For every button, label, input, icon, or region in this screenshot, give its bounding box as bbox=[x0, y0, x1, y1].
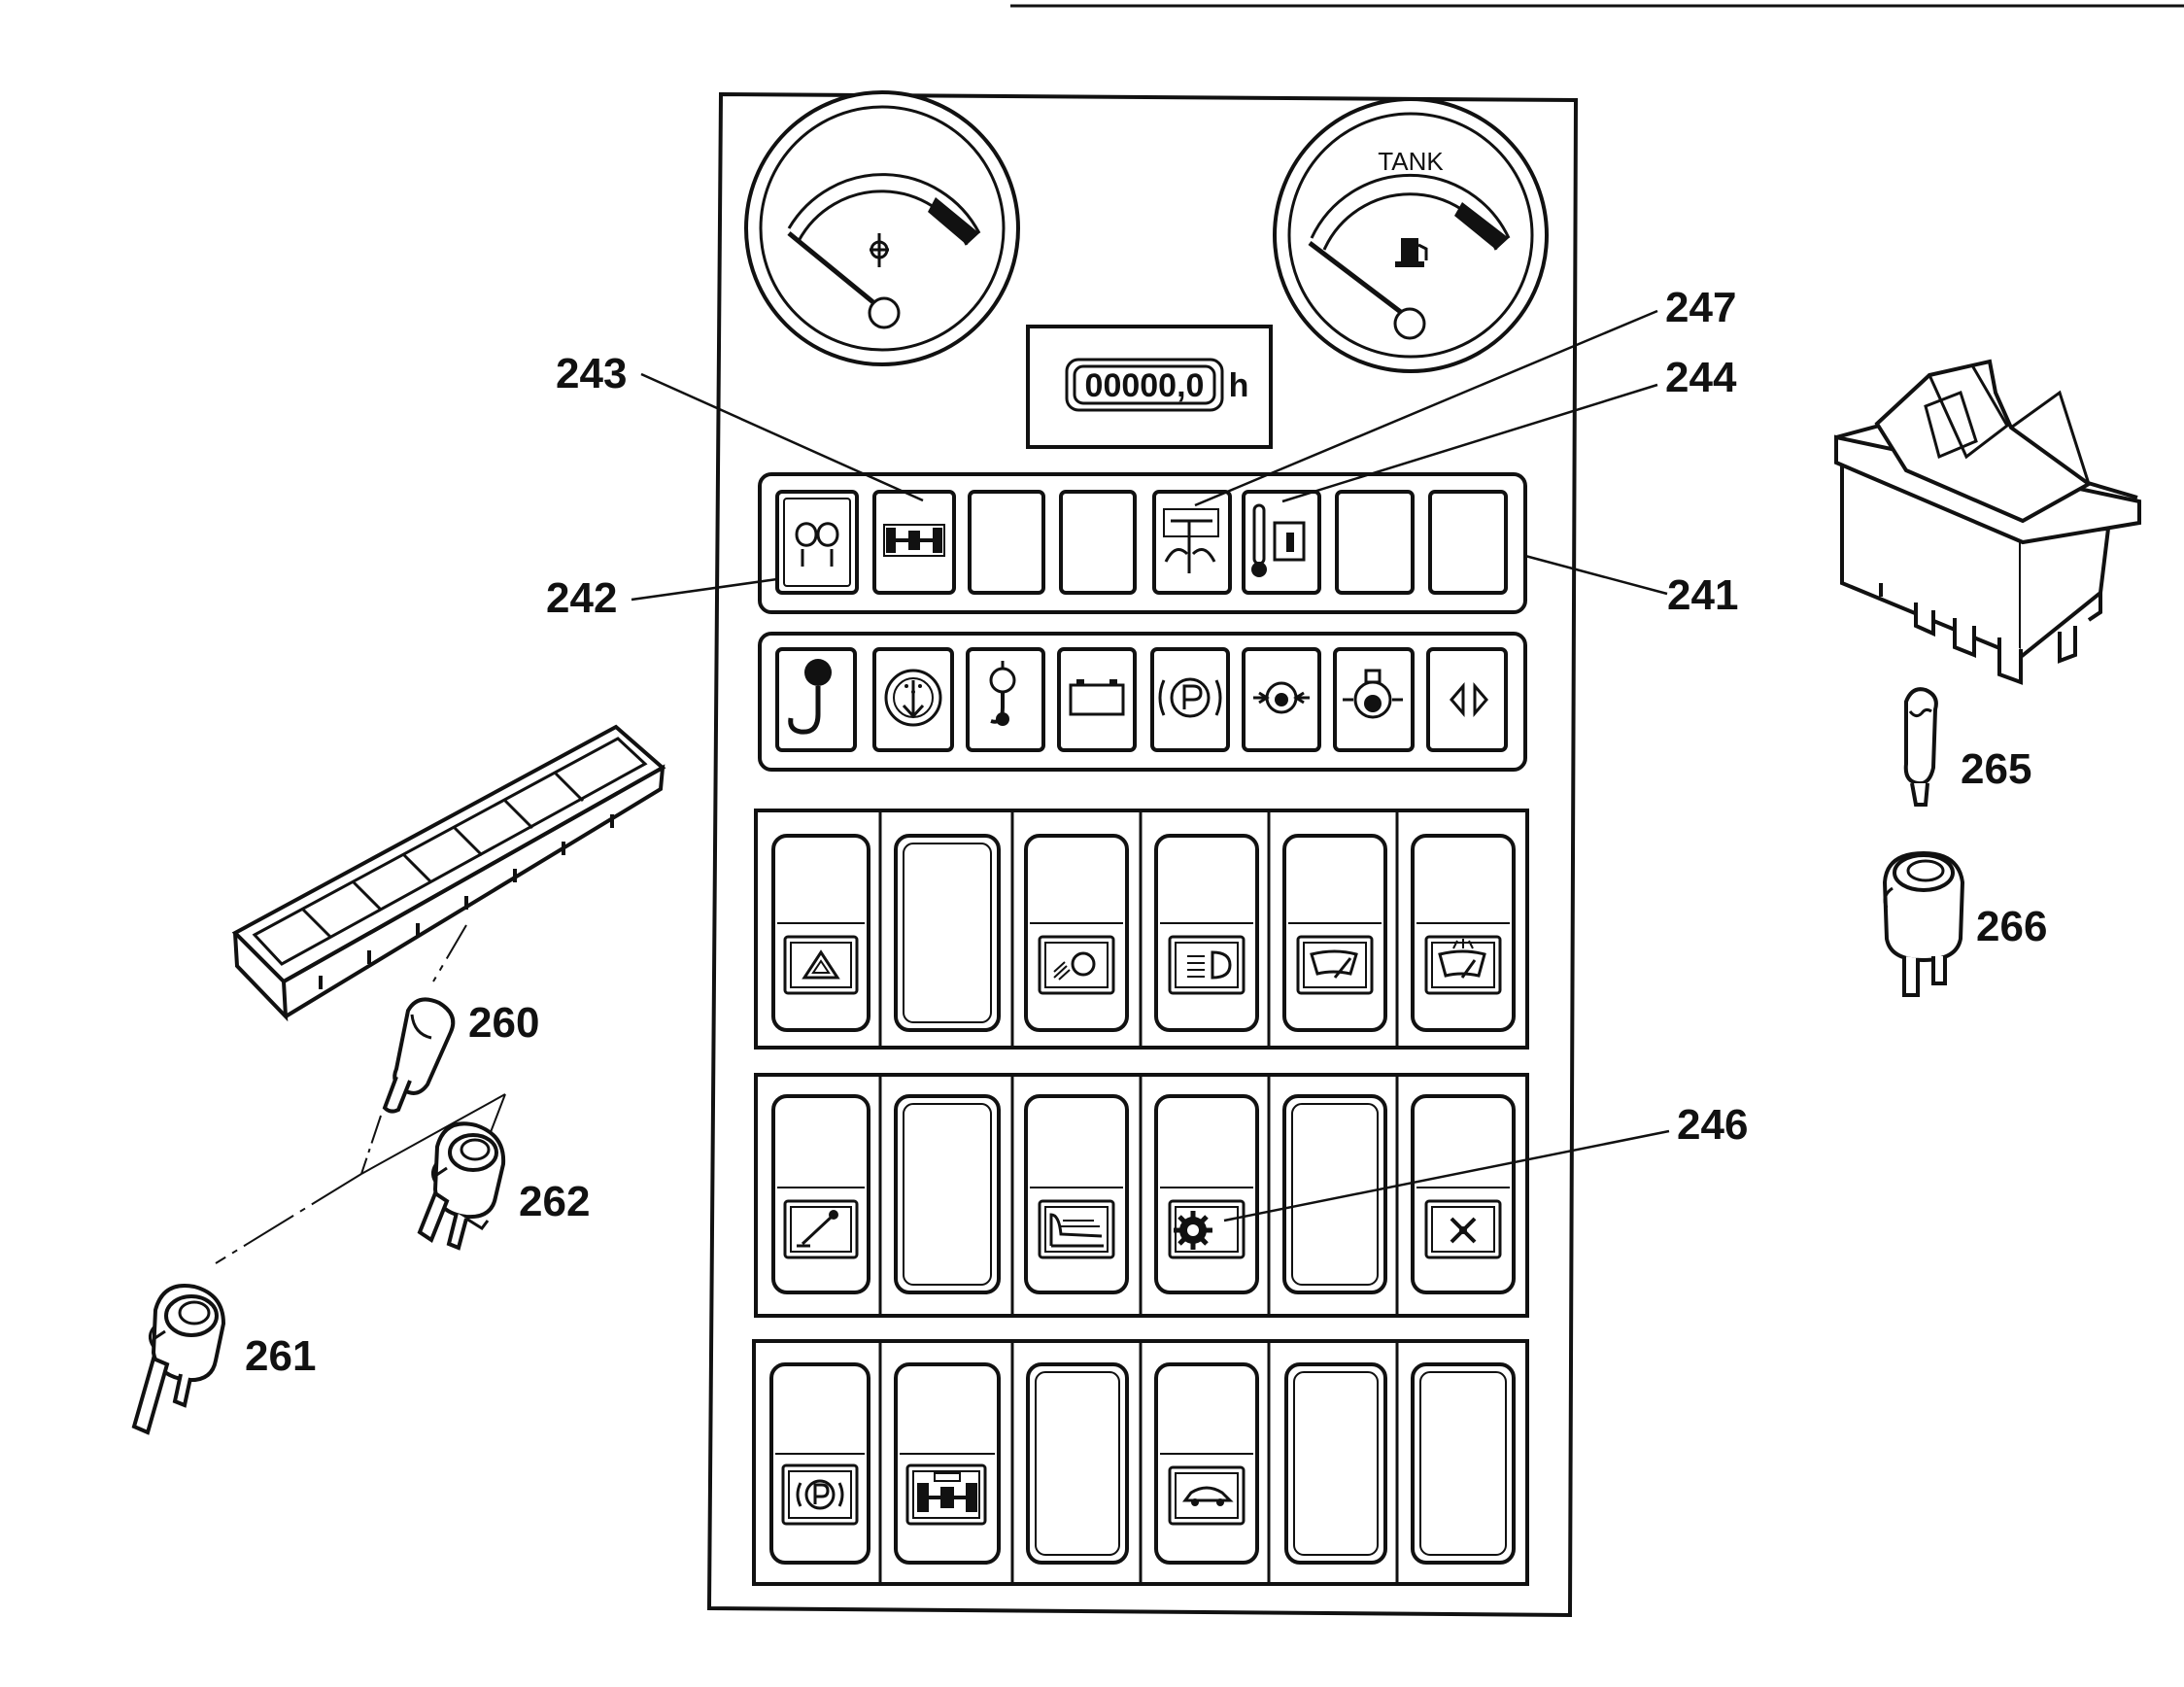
switch-axle[interactable] bbox=[894, 1362, 1001, 1565]
axle-icon bbox=[883, 524, 945, 557]
fuel-pump-icon bbox=[1395, 238, 1428, 267]
battery-icon bbox=[1069, 679, 1125, 716]
switch-ramp[interactable] bbox=[1024, 1094, 1129, 1294]
switch-blank[interactable] bbox=[1026, 1362, 1129, 1565]
indicator-parking bbox=[1150, 647, 1230, 752]
switch-parking-brake[interactable] bbox=[769, 1362, 870, 1565]
switch-hazard[interactable] bbox=[771, 834, 870, 1032]
work-light-icon bbox=[1053, 951, 1096, 981]
callout-246: 246 bbox=[1677, 1101, 1748, 1149]
indicator-engine-oil bbox=[1333, 647, 1415, 752]
bulb-260 bbox=[382, 997, 456, 1114]
fan-icon bbox=[1450, 1217, 1477, 1244]
callout-242: 242 bbox=[546, 574, 617, 622]
indicator-axle bbox=[872, 490, 956, 595]
hydraulic-tilt-icon bbox=[1163, 508, 1219, 573]
switch-work-light[interactable] bbox=[1024, 834, 1129, 1032]
switch-row-1 bbox=[754, 809, 1529, 1050]
callout-241: 241 bbox=[1667, 571, 1738, 619]
switch-gear[interactable] bbox=[1154, 1094, 1259, 1294]
car-icon bbox=[1182, 1486, 1234, 1506]
socket-262 bbox=[417, 1121, 506, 1251]
indicator-strip-part bbox=[231, 724, 666, 1022]
switch-blank[interactable] bbox=[1282, 1094, 1387, 1294]
washer-icon bbox=[1438, 939, 1486, 979]
indicator-blank bbox=[1335, 490, 1415, 595]
lever-icon bbox=[797, 1210, 838, 1248]
hazard-icon bbox=[802, 949, 840, 980]
switch-lever[interactable] bbox=[771, 1094, 870, 1294]
oil-pressure-icon bbox=[1253, 681, 1310, 714]
turn-signal-icon bbox=[1450, 681, 1488, 718]
switch-blank[interactable] bbox=[1284, 1362, 1387, 1565]
gear-icon bbox=[1174, 1211, 1212, 1250]
engine-oil-icon bbox=[1343, 669, 1403, 719]
switch-blank[interactable] bbox=[894, 1094, 1001, 1294]
switch-wiper[interactable] bbox=[1282, 834, 1387, 1032]
switch-car[interactable] bbox=[1154, 1362, 1259, 1565]
coil-glow-icon bbox=[795, 522, 839, 567]
leader-lines bbox=[631, 309, 1670, 1222]
hook-icon bbox=[989, 661, 1016, 726]
filter-down-icon bbox=[884, 669, 942, 727]
switch-blank[interactable] bbox=[1411, 1362, 1516, 1565]
callout-266: 266 bbox=[1976, 903, 2047, 950]
callout-265: 265 bbox=[1961, 745, 2031, 793]
callout-244: 244 bbox=[1665, 354, 1737, 401]
warning-light-row-lower bbox=[758, 632, 1527, 772]
indicator-hook-up bbox=[775, 647, 857, 752]
indicator-filter-down bbox=[872, 647, 954, 752]
indicator-blank bbox=[1428, 490, 1508, 595]
switch-row-2 bbox=[754, 1073, 1529, 1318]
socket-266 bbox=[1882, 850, 1965, 997]
switch-row-3 bbox=[752, 1339, 1529, 1586]
rocker-switch-part bbox=[1834, 359, 2141, 685]
tank-label: TANK bbox=[1378, 147, 1444, 176]
callout-262: 262 bbox=[519, 1178, 590, 1225]
indicator-turn-signal bbox=[1426, 647, 1508, 752]
indicator-coil-glow bbox=[775, 490, 859, 595]
tank-gauge: TANK bbox=[1273, 97, 1549, 373]
oil-pressure-icon bbox=[870, 233, 889, 267]
hook-up-icon bbox=[788, 659, 832, 735]
switch-fan[interactable] bbox=[1411, 1094, 1516, 1294]
left-gauge bbox=[744, 90, 1020, 366]
callout-260: 260 bbox=[468, 999, 539, 1047]
bulb-265 bbox=[1903, 687, 1938, 807]
wiper-icon bbox=[1310, 949, 1358, 979]
switch-head-light[interactable] bbox=[1154, 834, 1259, 1032]
warning-light-row-upper bbox=[758, 472, 1527, 614]
instrument-panel: TANK 00000,0 h bbox=[706, 90, 1579, 1618]
indicator-hook bbox=[966, 647, 1045, 752]
indicator-oil-pressure bbox=[1242, 647, 1321, 752]
head-light-icon bbox=[1187, 950, 1232, 980]
hour-meter-unit: h bbox=[1229, 367, 1249, 404]
callout-261: 261 bbox=[245, 1332, 316, 1380]
switch-blank[interactable] bbox=[894, 834, 1001, 1032]
ramp-icon bbox=[1049, 1213, 1104, 1248]
axle-icon bbox=[917, 1472, 977, 1512]
indicator-thermometer bbox=[1242, 490, 1321, 595]
hour-meter-value: 00000,0 bbox=[1085, 367, 1205, 404]
indicator-blank bbox=[968, 490, 1045, 595]
indicator-blank bbox=[1059, 490, 1137, 595]
switch-washer[interactable] bbox=[1411, 834, 1516, 1032]
callout-243: 243 bbox=[556, 350, 627, 397]
callout-247: 247 bbox=[1665, 284, 1736, 331]
indicator-hydraulic-tilt bbox=[1152, 490, 1232, 595]
thermometer-oil-icon bbox=[1251, 503, 1306, 577]
socket-261 bbox=[131, 1284, 226, 1435]
parking-p-icon bbox=[1158, 677, 1222, 718]
parking-p-icon bbox=[796, 1479, 844, 1510]
hour-meter: 00000,0 h bbox=[1026, 325, 1273, 449]
indicator-battery bbox=[1057, 647, 1137, 752]
